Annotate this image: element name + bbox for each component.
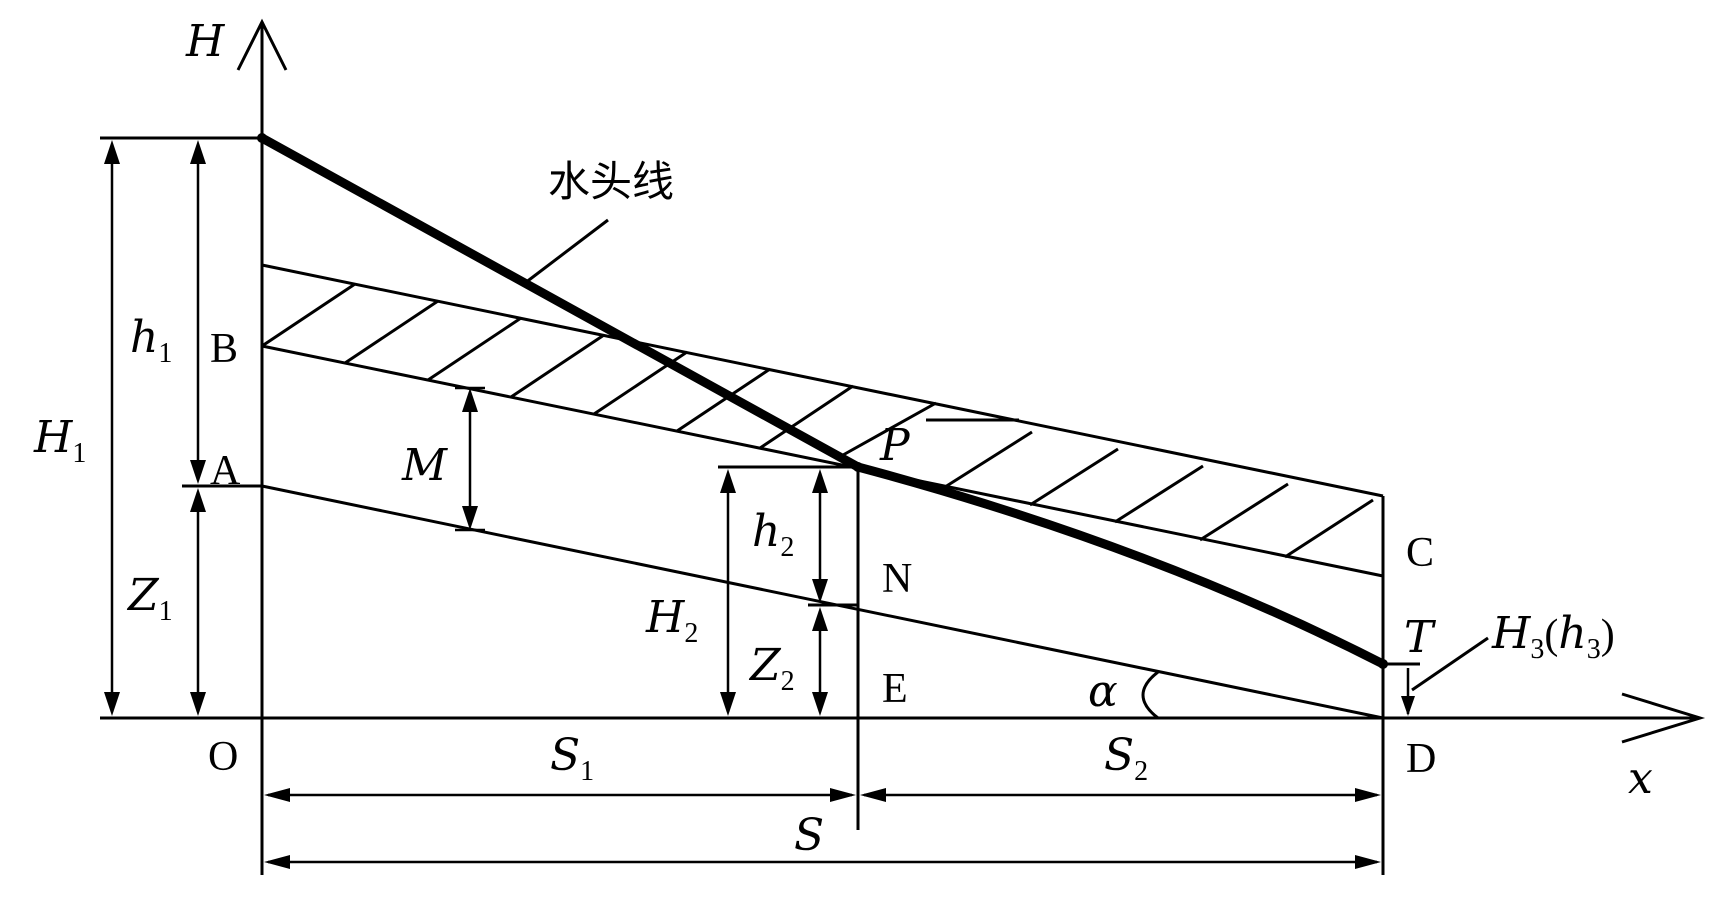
S2-label: S2 [1104,730,1148,787]
dim-H1 [104,140,120,716]
bottom-of-aquifer-line-A-D [261,484,1384,720]
point-C-label: C [1406,530,1434,576]
dim-Z1 [190,488,206,716]
dim-h1 [190,140,206,484]
dim-M [455,386,485,532]
top-of-aquifer-line-B-C [261,344,1384,578]
top-boundary-line [261,263,1384,498]
Z2-label: Z2 [748,640,795,697]
water-head-label: 水头线 [548,157,674,206]
dim-S2 [860,788,1381,802]
dim-H3 [1401,668,1415,716]
point-D-label: D [1406,736,1436,782]
S-label: S [794,810,824,861]
S1-label: S1 [550,730,594,787]
M-label: M [401,440,448,491]
dim-H2 [720,469,736,716]
h2-label: h2 [752,506,794,563]
dim-S [264,855,1381,869]
point-N-label: N [882,556,912,602]
dim-S1 [264,788,856,802]
dim-Z2 [812,607,828,716]
point-O-label: O [208,734,238,780]
Z1-label: Z1 [126,570,173,627]
y-axis-arrowhead [236,18,288,71]
h1-label: h1 [130,312,172,369]
alpha-label: α [1088,666,1118,717]
dim-h2 [812,469,828,603]
x-axis-arrowhead [1621,692,1706,744]
point-P-label: P [879,420,911,471]
point-E-label: E [882,666,908,712]
water-head-leader-line [524,218,609,285]
H3-leader-line [1411,636,1489,692]
water-head-line [257,133,1388,669]
x-axis-label: x [1628,753,1653,804]
point-B-label: B [210,326,238,372]
point-T-label: T [1404,612,1437,663]
H1-label: H1 [33,412,86,469]
confining-layer-hatch [261,282,1374,559]
H3-label: H3(h3) [1491,608,1615,665]
y-axis-label: H [185,16,226,67]
point-A-label: A [210,448,241,494]
H2-label: H2 [645,592,698,649]
alpha-angle-arc [1141,670,1159,720]
